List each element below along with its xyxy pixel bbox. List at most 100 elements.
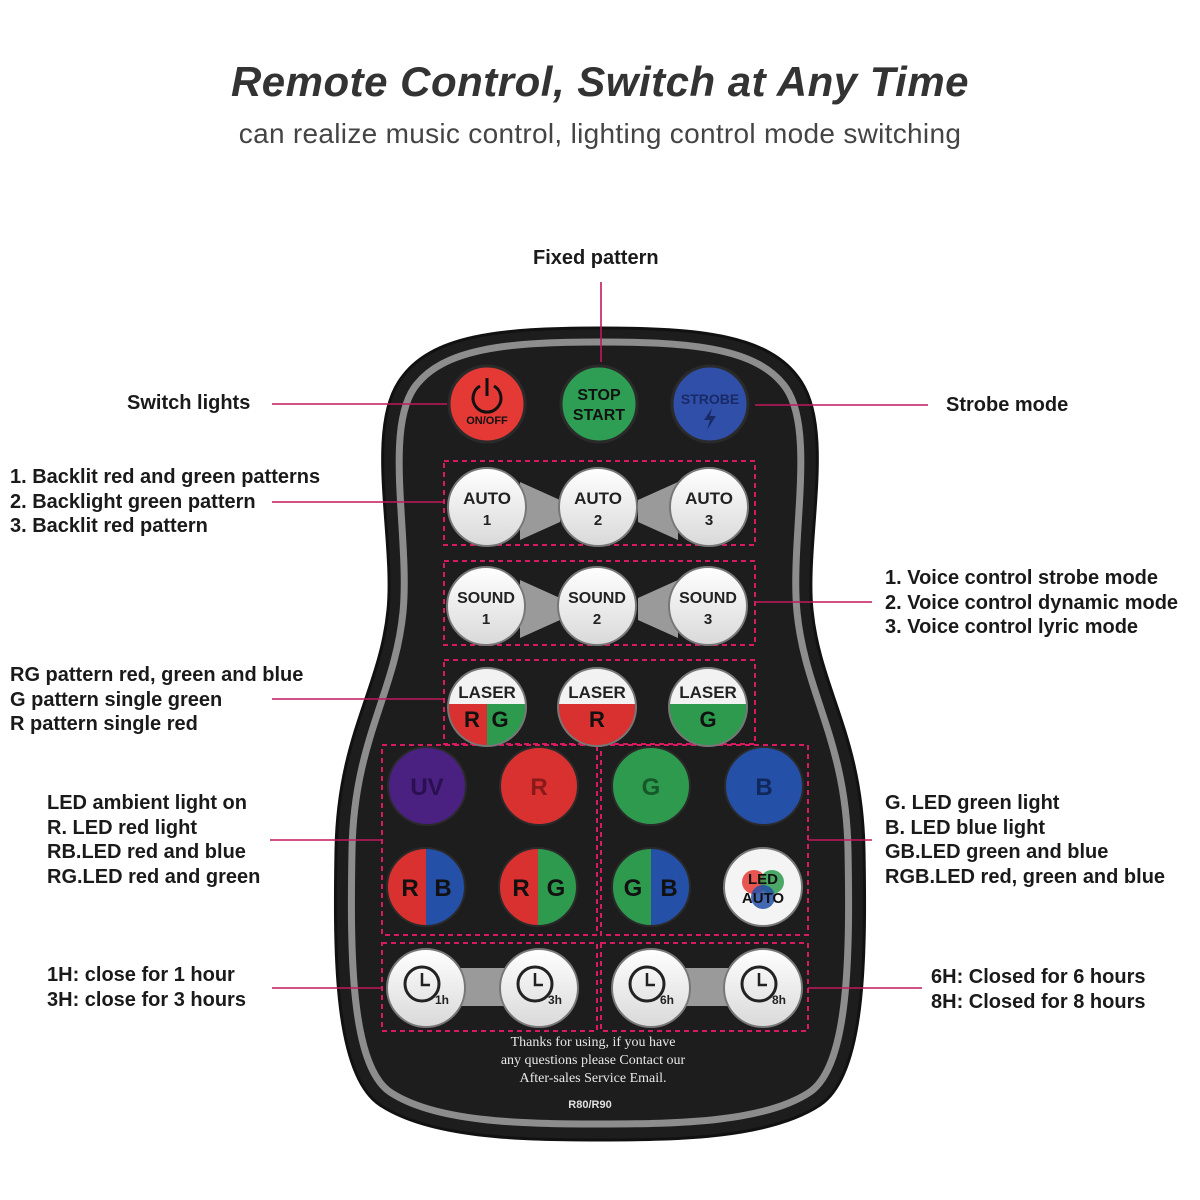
r-label: R xyxy=(530,774,547,801)
callout-timer-left-line: 1H: close for 1 hour xyxy=(47,964,235,986)
uv-label: UV xyxy=(410,774,443,801)
led-rg-button[interactable]: R G xyxy=(498,847,578,927)
rg-letter-r: R xyxy=(512,875,529,902)
timer-button-8h[interactable]: 8h xyxy=(723,948,803,1028)
clock-icon xyxy=(516,965,554,1003)
rb-letter-b: B xyxy=(434,875,451,902)
led-b-button[interactable]: B xyxy=(724,746,804,826)
callout-sound-line: 1. Voice control strobe mode xyxy=(885,567,1159,589)
callout-sound-line: 2. Voice control dynamic mode xyxy=(885,591,1179,614)
strobe-label: STROBE xyxy=(681,391,739,407)
auto-num: 3 xyxy=(705,512,713,529)
sound-num: 2 xyxy=(593,611,601,628)
led-gb-button[interactable]: G B xyxy=(611,847,691,927)
auto-num: 2 xyxy=(594,512,602,529)
b-label: B xyxy=(755,774,772,801)
laser-word: LASER xyxy=(568,683,626,702)
callout-led-right-line: RGB.LED red, green and blue xyxy=(885,865,1166,888)
sound-button-3[interactable]: SOUND 3 xyxy=(668,566,748,646)
callout-sound: 1. Voice control strobe mode 2. Voice co… xyxy=(885,566,1178,640)
callout-led-right-line: B. LED blue light xyxy=(885,816,1045,839)
page-title: Remote Control, Switch at Any Time xyxy=(230,58,970,105)
callout-led-left-line: LED ambient light on xyxy=(47,792,247,814)
led-uv-button[interactable]: UV xyxy=(387,746,467,826)
callout-timer-right-line: 6H: Closed for 6 hours xyxy=(931,966,1146,988)
rb-letter-r: R xyxy=(401,875,418,902)
auto-word: AUTO xyxy=(574,489,622,508)
callout-laser-line: R pattern single red xyxy=(10,713,198,735)
timer-button-6h[interactable]: 6h xyxy=(611,948,691,1028)
laser-letter-r: R xyxy=(464,707,480,732)
laser-letter-r: R xyxy=(589,707,605,732)
sound-num: 3 xyxy=(704,611,712,628)
callout-timer-left-line: 3H: close for 3 hours xyxy=(47,988,246,1011)
clock-icon xyxy=(403,965,441,1003)
sound-num: 1 xyxy=(482,611,490,628)
stop-start-button[interactable]: STOP START xyxy=(559,364,639,444)
model-number: R80/R90 xyxy=(568,1099,611,1111)
callout-laser: RG pattern red, green and blue G pattern… xyxy=(10,663,303,737)
remote-note-line: After-sales Service Email. xyxy=(519,1071,666,1086)
callout-timer-right-line: 8H: Closed for 8 hours xyxy=(931,990,1146,1013)
callout-led-right-line: GB.LED green and blue xyxy=(885,841,1109,863)
callout-timer-right: 6H: Closed for 6 hours 8H: Closed for 8 … xyxy=(931,965,1145,1014)
callout-sound-line: 3. Voice control lyric mode xyxy=(885,616,1139,638)
timer-label: 8h xyxy=(772,993,786,1007)
callout-led-left-line: RB.LED red and blue xyxy=(47,841,246,863)
callout-auto-line: 1. Backlit red and green patterns xyxy=(10,466,321,488)
strobe-button[interactable]: STROBE xyxy=(670,364,750,444)
rg-letter-g: G xyxy=(547,875,566,902)
laser-word: LASER xyxy=(679,683,737,702)
laser-letter-g: G xyxy=(699,707,716,732)
auto-word: AUTO xyxy=(685,489,733,508)
led-g-button[interactable]: G xyxy=(611,746,691,826)
sound-button-1[interactable]: SOUND 1 xyxy=(446,566,526,646)
timer-button-1h[interactable]: 1h xyxy=(386,948,466,1028)
led-r-button[interactable]: R xyxy=(499,746,579,826)
callout-fixed-pattern: Fixed pattern xyxy=(533,247,659,269)
g-label: G xyxy=(642,774,661,801)
callout-strobe-mode: Strobe mode xyxy=(946,394,1069,416)
callout-timer-left: 1H: close for 1 hour 3H: close for 3 hou… xyxy=(47,963,246,1012)
page-subtitle: can realize music control, lighting cont… xyxy=(238,118,962,149)
auto-button-2[interactable]: AUTO 2 xyxy=(558,467,638,547)
power-button[interactable]: ON/OFF xyxy=(447,364,527,444)
stop-label: STOP xyxy=(577,387,621,404)
laser-letter-g: G xyxy=(491,707,508,732)
auto-num: 1 xyxy=(483,512,491,529)
power-label: ON/OFF xyxy=(466,415,508,427)
laser-rg-button[interactable]: LASER R G xyxy=(447,667,527,749)
callout-lines xyxy=(270,282,928,989)
callout-led-left-line: R. LED red light xyxy=(47,816,197,839)
timer-button-3h[interactable]: 3h xyxy=(499,948,579,1028)
callout-switch-lights: Switch lights xyxy=(127,392,251,414)
clock-icon xyxy=(628,965,666,1003)
led-auto-button[interactable]: LED AUTO xyxy=(723,847,803,927)
timer-label: 6h xyxy=(660,993,674,1007)
power-icon xyxy=(471,384,503,414)
callout-led-left-line: RG.LED red and green xyxy=(47,865,261,888)
remote-note-line: any questions please Contact our xyxy=(501,1053,686,1068)
sound-word: SOUND xyxy=(568,590,626,607)
start-label: START xyxy=(573,407,625,424)
laser-word: LASER xyxy=(458,683,516,702)
callout-auto: 1. Backlit red and green patterns 2. Bac… xyxy=(10,465,320,539)
callout-led-right: G. LED green light B. LED blue light GB.… xyxy=(885,791,1165,889)
clock-hands xyxy=(533,973,543,987)
clock-icon xyxy=(740,965,778,1003)
callout-led-right-line: G. LED green light xyxy=(885,792,1060,814)
callout-laser-line: RG pattern red, green and blue xyxy=(10,664,304,686)
sound-button-2[interactable]: SOUND 2 xyxy=(557,566,637,646)
timer-label: 3h xyxy=(548,993,562,1007)
led-auto-bottom: AUTO xyxy=(742,890,785,907)
auto-button-1[interactable]: AUTO 1 xyxy=(447,467,527,547)
auto-button-3[interactable]: AUTO 3 xyxy=(669,467,749,547)
sound-word: SOUND xyxy=(457,590,515,607)
sound-word: SOUND xyxy=(679,590,737,607)
led-rb-button[interactable]: R B xyxy=(386,847,466,927)
gb-letter-g: G xyxy=(624,875,643,902)
led-auto-top: LED xyxy=(748,871,778,888)
clock-hands xyxy=(645,973,655,987)
lightning-icon xyxy=(704,408,716,430)
callout-auto-line: 3. Backlit red pattern xyxy=(10,515,208,537)
